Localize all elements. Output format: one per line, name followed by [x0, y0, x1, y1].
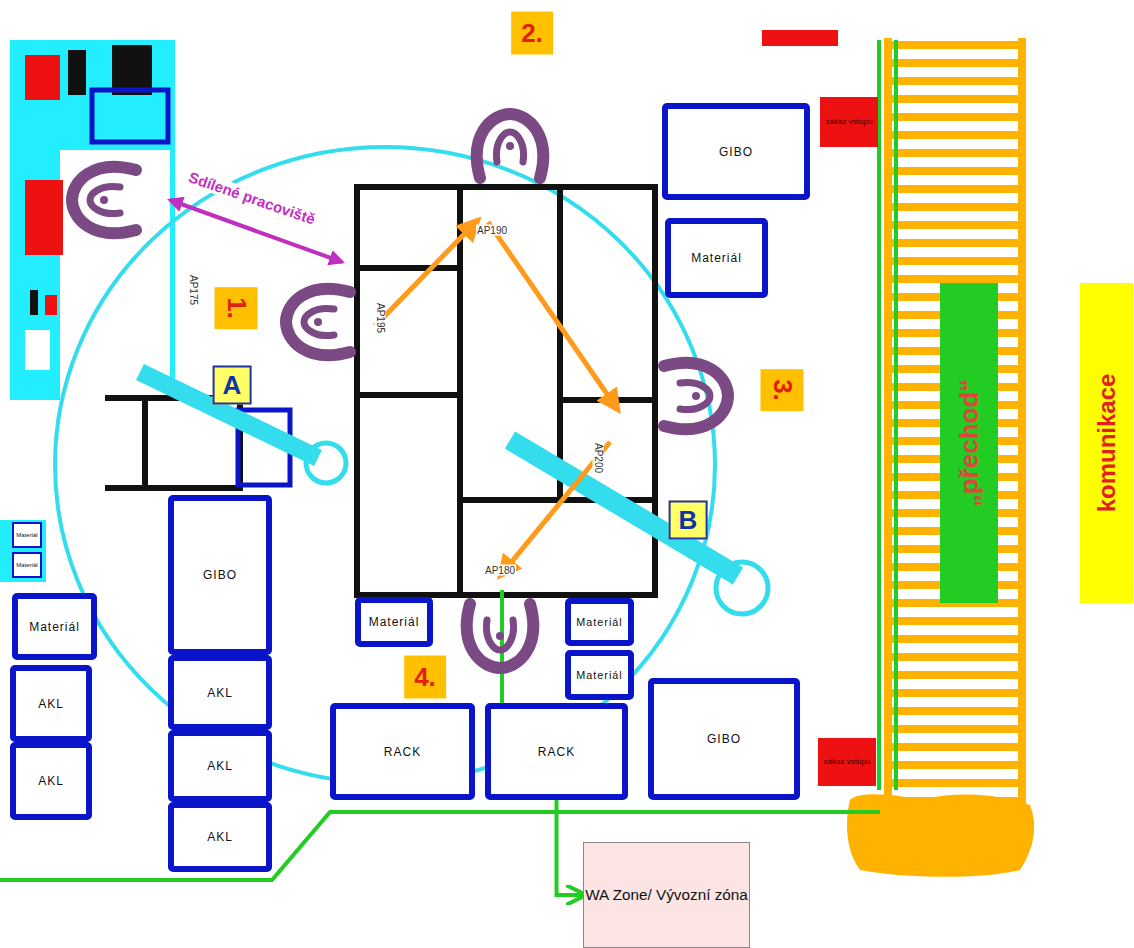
callout-number: 4.: [404, 656, 446, 699]
walkway-boundary: [0, 40, 896, 880]
robot: [72, 114, 728, 668]
zone-box: WA Zone/ Vývozní zóna: [583, 842, 750, 948]
akl-box: AKL: [168, 655, 272, 730]
akl-box: AKL: [10, 665, 92, 742]
node-label: AKL: [207, 686, 233, 700]
material-box: Materiál: [12, 552, 42, 578]
node-label: Materiál: [576, 616, 622, 628]
material-box: Materiál: [665, 218, 768, 298]
node-label: Materiál: [691, 251, 742, 265]
node-label: AKL: [207, 759, 233, 773]
aisle-band: komunikace: [1080, 283, 1133, 603]
station-name: AP195: [375, 302, 386, 334]
material-box: Materiál: [565, 650, 634, 700]
node-label: zákaz vstupu: [823, 758, 870, 767]
node-label: Materiál: [16, 532, 37, 538]
assembly-table: [357, 187, 655, 595]
machine: [0, 40, 175, 582]
node-label: RACK: [384, 745, 421, 759]
station-name: AP175: [188, 274, 199, 306]
node-label: Materiál: [369, 615, 420, 629]
node-label: AKL: [38, 774, 64, 788]
shared-arrow: [170, 200, 342, 262]
warning-sign: zákaz vstupu: [820, 97, 878, 147]
node-label: GIBO: [719, 145, 753, 159]
akl-box: AKL: [168, 730, 272, 802]
crossing-band: „přechod“: [940, 283, 998, 603]
akl-box: AKL: [168, 802, 272, 872]
material-box: Materiál: [12, 593, 97, 660]
conveyor-frame: [105, 398, 290, 488]
station-name: AP190: [476, 225, 508, 236]
node-label: Materiál: [16, 562, 37, 568]
warning-sign: zákaz vstupu: [818, 738, 876, 786]
flow-connector: [557, 800, 583, 895]
node-label: „přechod“: [954, 379, 985, 508]
node-label: GIBO: [203, 568, 237, 582]
safety-bar: [140, 372, 768, 614]
akl-box: AKL: [10, 742, 92, 820]
material-box: Materiál: [565, 598, 634, 646]
node-label: RACK: [538, 745, 575, 759]
node-label: AKL: [38, 697, 64, 711]
callout-number: 2.: [511, 12, 553, 55]
rack-box: RACK: [485, 703, 628, 800]
rack-box: RACK: [330, 703, 475, 800]
material-box: Materiál: [355, 597, 433, 647]
flow-arrow: [375, 220, 618, 576]
station-name: AP200: [593, 442, 604, 474]
robot-reach: [55, 147, 715, 783]
node-label: WA Zone/ Vývozní zóna: [585, 885, 748, 904]
callout-letter: B: [669, 501, 708, 540]
station-name: AP180: [484, 565, 516, 576]
callout-number: 1.: [215, 287, 258, 329]
node-label: GIBO: [707, 732, 741, 746]
node-label: AKL: [207, 830, 233, 844]
material-box: Materiál: [12, 522, 42, 548]
storage-box: GIBO: [662, 103, 810, 200]
node-label: komunikace: [1093, 374, 1121, 513]
warning-sign: [762, 30, 838, 46]
node-label: Materiál: [29, 620, 80, 634]
node-label: Materiál: [576, 669, 622, 681]
callout-letter: A: [213, 366, 252, 405]
storage-box: GIBO: [648, 678, 800, 800]
storage-box: GIBO: [168, 495, 272, 655]
node-label: zákaz vstupu: [825, 118, 872, 127]
callout-number: 3.: [761, 369, 804, 411]
